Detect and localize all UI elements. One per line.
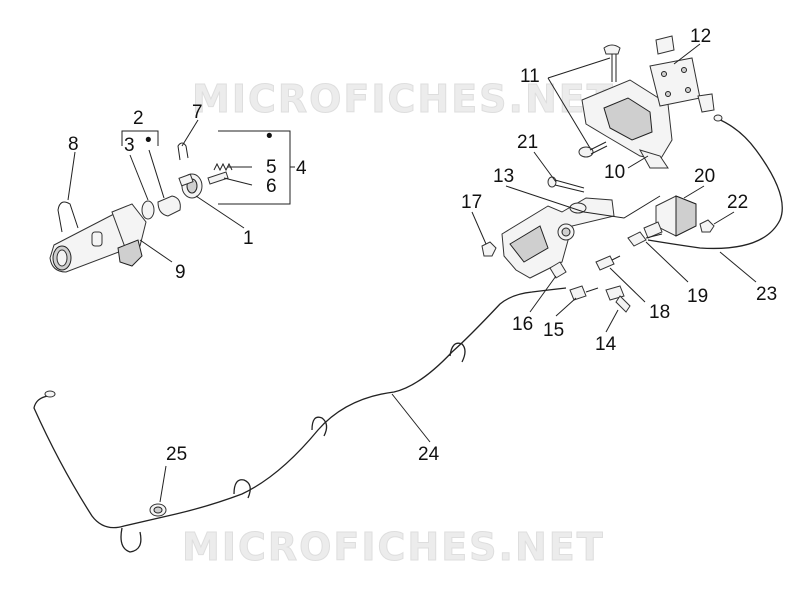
callout-8: 8 <box>68 134 79 155</box>
part-11-bolt-lower <box>578 141 608 158</box>
left-callout-lines <box>67 119 295 263</box>
part-22-nut <box>699 219 715 233</box>
part-11-bolt-top <box>603 44 621 82</box>
callout-4: 4 <box>296 158 307 179</box>
part-18-sleeve <box>595 255 621 271</box>
right-callout-lines <box>159 43 757 503</box>
callout-17: 17 <box>461 192 482 213</box>
part-8-clip <box>57 201 79 233</box>
callout-20: 20 <box>694 166 715 187</box>
part-3-washer <box>141 200 155 220</box>
callout-6: 6 <box>266 176 277 197</box>
part-19-connector <box>627 231 663 247</box>
callout-10: 10 <box>604 162 625 183</box>
part-16-clip <box>549 261 567 279</box>
callout-9: 9 <box>175 262 186 283</box>
callout-2: 2 <box>133 108 144 129</box>
callout-7: 7 <box>192 102 203 123</box>
part-25-clamp <box>149 503 167 517</box>
part-10-bracket <box>581 79 673 169</box>
part-14-terminal <box>605 285 631 313</box>
callout-11: 11 <box>520 66 540 87</box>
mark-b: • <box>266 126 273 147</box>
latch-assembly <box>481 176 715 313</box>
callout-18: 18 <box>649 302 670 323</box>
callout-3: 3 <box>124 135 135 156</box>
callout-14: 14 <box>595 334 617 355</box>
callout-15: 15 <box>543 320 564 341</box>
callout-numbers: 1 2 3 4 5 6 7 8 9 10 11 12 13 14 15 16 1… <box>68 26 777 465</box>
part-2-cam <box>157 195 181 217</box>
callout-25: 25 <box>166 444 187 465</box>
part-6-pin <box>207 171 229 185</box>
callout-13: 13 <box>493 166 514 187</box>
part-23-cable-end <box>713 114 723 122</box>
part-12-plate <box>649 35 715 113</box>
part-9-lock-body <box>49 203 147 273</box>
callout-5: 5 <box>266 157 277 178</box>
callout-19: 19 <box>687 286 708 307</box>
part-24-cable-end <box>44 390 56 398</box>
part-24-cable <box>33 287 567 529</box>
part-7-clip <box>177 142 189 161</box>
part-17-nut <box>481 241 497 257</box>
cable-loops <box>120 342 466 553</box>
watermark-bottom: MICROFICHES.NET <box>182 525 605 569</box>
part-13-latch <box>501 197 615 279</box>
hinge-bracket-assembly <box>578 35 715 169</box>
part-5-spring <box>213 162 233 172</box>
watermark-top: MICROFICHES.NET <box>192 77 615 121</box>
callout-22: 22 <box>727 192 748 213</box>
callout-1: 1 <box>243 228 254 249</box>
part-1-rotor <box>178 173 203 199</box>
mark-a: • <box>145 130 152 151</box>
callout-21: 21 <box>517 132 538 153</box>
callout-16: 16 <box>512 314 533 335</box>
callout-23: 23 <box>756 284 777 305</box>
part-20-actuator <box>643 195 697 239</box>
lock-assembly <box>49 142 233 273</box>
part-15-fitting <box>569 285 599 301</box>
part-23-cable <box>647 117 783 250</box>
callout-24: 24 <box>418 444 440 465</box>
callout-12: 12 <box>690 26 711 47</box>
